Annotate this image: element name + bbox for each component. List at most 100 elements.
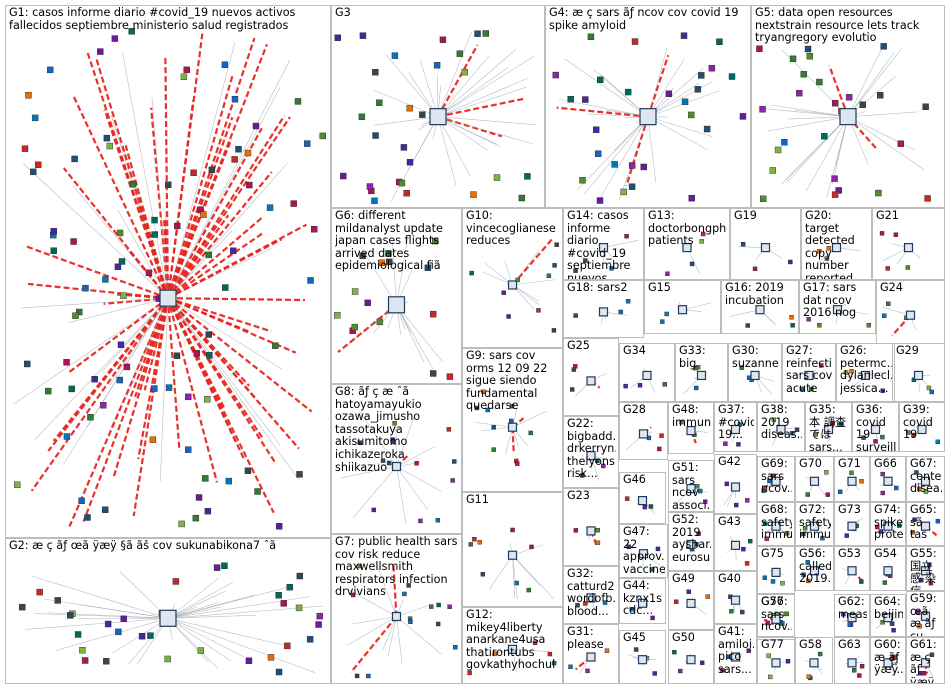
group-label-g13: G13: doctorbongphd patients: [648, 210, 727, 248]
group-label-g8: G8: ãƒ ç æ ˆã hatoyamayukio ozawa_jimush…: [335, 386, 422, 474]
group-cell-g61: G61: æ ç ãƒ ÿæÿ...: [906, 637, 945, 684]
group-label-g24: G24: [880, 282, 903, 294]
group-cell-g63: G63: [834, 637, 870, 684]
group-label-g56: G56: called 2019...: [799, 548, 831, 586]
group-cell-g62: G62: meas...: [834, 594, 870, 637]
group-label-g21: G21: [876, 210, 899, 222]
group-cell-g17: G17: sars dat ncov 2016 nog: [799, 280, 876, 334]
group-cell-g40: G40: [714, 571, 757, 624]
group-label-g29: G29: [896, 345, 919, 357]
group-cell-g39: G39: covid 19: [899, 402, 945, 452]
group-cell-g72: G72: safety immu...: [795, 502, 834, 546]
group-cell-g52: G52: 2019 ayshar... eurosu...: [668, 512, 714, 571]
group-label-g54: G54: [874, 548, 897, 560]
group-label-g47: G47: 22 approv... vaccine...: [623, 526, 665, 576]
group-label-g61: G61: æ ç ãƒ ÿæÿ...: [910, 639, 942, 684]
group-cell-g50: G50: [668, 630, 714, 684]
group-cell-g65: G65: sã tas: [906, 502, 945, 546]
group-label-g22: G22: bigbadd... drkerryn... thelyons... …: [567, 418, 616, 481]
group-label-g64: G64: beijing: [874, 596, 903, 621]
group-label-g17: G17: sars dat ncov 2016 nog: [803, 282, 857, 320]
group-label-g45: G45: [623, 632, 646, 644]
group-label-g35: G35: 本 調査では sars...: [809, 404, 847, 452]
group-cell-g36: G36: covid 19 surveill...: [852, 402, 899, 452]
group-cell-g48: G48: immun...: [668, 402, 714, 454]
group-cell-g32: G32: catturd2 wordofb... blood...: [563, 566, 619, 624]
group-label-g73: G73: [838, 504, 861, 516]
group-label-g37: G37: #covid... 19...: [718, 404, 754, 442]
group-label-g49: G49: [672, 573, 695, 585]
group-cell-g75: G75: [757, 546, 795, 594]
group-label-g66: G66: [874, 458, 897, 470]
group-label-g59: G59: œã æ ãƒ çµ...: [910, 593, 937, 637]
group-cell-g49: G49: [668, 571, 714, 630]
group-cell-g7: G7: public health sars cov risk reduce m…: [331, 534, 462, 684]
group-label-g67: G67: cente... disea...: [910, 458, 942, 496]
group-label-g63: G63: [838, 639, 861, 651]
group-label-g62: G62: meas...: [838, 596, 867, 621]
group-label-g69: G69: sars ncov...: [761, 458, 792, 496]
group-label-g1: G1: casos informe diario #covid_19 nuevo…: [9, 7, 296, 32]
group-cell-g67: G67: cente... disea...: [906, 456, 945, 502]
group-cell-g3: G3: [331, 5, 545, 208]
group-cell-g35: G35: 本 調査では sars...: [805, 402, 852, 452]
group-cell-g26: G26: petermc... dylanlecl... jessica...: [836, 343, 895, 402]
group-cell-g19: G19: [730, 208, 801, 280]
group-label-g50: G50: [672, 632, 695, 644]
group-label-g58: G58: [799, 639, 822, 651]
group-cell-g64: G64: beijing: [870, 594, 906, 637]
group-label-g27: G27: reinfecti... sars cov acute: [786, 345, 833, 395]
group-label-g65: G65: sã tas: [910, 504, 937, 542]
group-label-g5: G5: data open resources nextstrain resou…: [755, 7, 920, 45]
group-label-g19: G19: [734, 210, 757, 222]
group-label-g74: G74: spike prote...: [874, 504, 903, 542]
group-cell-g43: G43: [714, 514, 757, 571]
group-cell-g45: G45: [619, 630, 666, 684]
group-cell-g37: G37: #covid... 19...: [714, 402, 757, 452]
group-label-g6: G6: different mildanalyst update japan c…: [335, 210, 443, 273]
group-label-g16: G16: 2019 incubation: [725, 282, 784, 307]
group-label-g14: G14: casos informe diario #covid_19 sept…: [567, 210, 631, 280]
group-label-g76: G76: sars ncov...: [761, 596, 792, 634]
group-label-g7: G7: public health sars cov risk reduce m…: [335, 536, 458, 599]
group-cell-g31: G31: please: [563, 624, 619, 684]
group-label-g9: G9: sars cov orms 12 09 22 sigue siendo …: [466, 350, 548, 413]
group-cell-g27: G27: reinfecti... sars cov acute: [782, 343, 836, 402]
group-label-g34: G34: [623, 345, 646, 357]
group-cell-g14: G14: casos informe diario #covid_19 sept…: [563, 208, 644, 280]
group-label-g44: G44: kznx1s... cdc...: [623, 580, 663, 618]
group-label-g43: G43: [718, 516, 741, 528]
group-label-g70: G70: [799, 458, 822, 470]
group-label-g23: G23: [567, 490, 590, 502]
group-cell-g8: G8: ãƒ ç æ ˆã hatoyamayukio ozawa_jimush…: [331, 384, 462, 534]
group-label-g18: G18: sars2: [567, 282, 628, 294]
group-cell-g5: G5: data open resources nextstrain resou…: [751, 5, 945, 208]
group-label-g2: G2: æ ç ãƒ œã ÿæÿ §ã ãš cov sukunabikona…: [9, 540, 277, 552]
group-cell-g9: G9: sars cov orms 12 09 22 sigue siendo …: [462, 348, 563, 492]
group-cell-g20: G20: target detected copy number reporte…: [801, 208, 872, 280]
group-label-g15: G15: [648, 282, 671, 294]
group-label-g25: G25: [567, 340, 590, 352]
group-label-g28: G28: [623, 404, 646, 416]
group-cell-g2: G2: æ ç ãƒ œã ÿæÿ §ã ãš cov sukunabikona…: [5, 538, 331, 684]
group-label-g52: G52: 2019 ayshar... eurosu...: [672, 514, 711, 564]
group-label-g26: G26: petermc... dylanlecl... jessica...: [840, 345, 892, 395]
group-cell-g41: G41: amiloi... pico sars...: [714, 624, 757, 684]
group-cell-g51: G51: sars ncov associ...: [668, 460, 714, 512]
group-cell-g1: G1: casos informe diario #covid_19 nuevo…: [5, 5, 331, 538]
group-cell-g22: G22: bigbadd... drkerryn... thelyons... …: [563, 416, 619, 488]
group-cell-g71: G71: [834, 456, 870, 502]
group-cell-g74: G74: spike prote...: [870, 502, 906, 546]
group-label-g72: G72: safety immu...: [799, 504, 831, 542]
group-cell-g73: G73: [834, 502, 870, 546]
group-cell-g77: G77: [757, 637, 795, 684]
group-label-g77: G77: [761, 639, 784, 651]
group-label-g48: G48: immun...: [672, 404, 711, 429]
group-cell-g66: G66: [870, 456, 906, 502]
group-label-g46: G46: [623, 474, 646, 486]
group-label-g40: G40: [718, 573, 741, 585]
group-cell-g46: G46: [619, 472, 666, 524]
group-label-g4: G4: æ ç sars ãƒ ncov cov covid 19 spike …: [549, 7, 739, 32]
group-cell-g34: G34: [619, 343, 675, 402]
group-cell-g21: G21: [872, 208, 945, 280]
